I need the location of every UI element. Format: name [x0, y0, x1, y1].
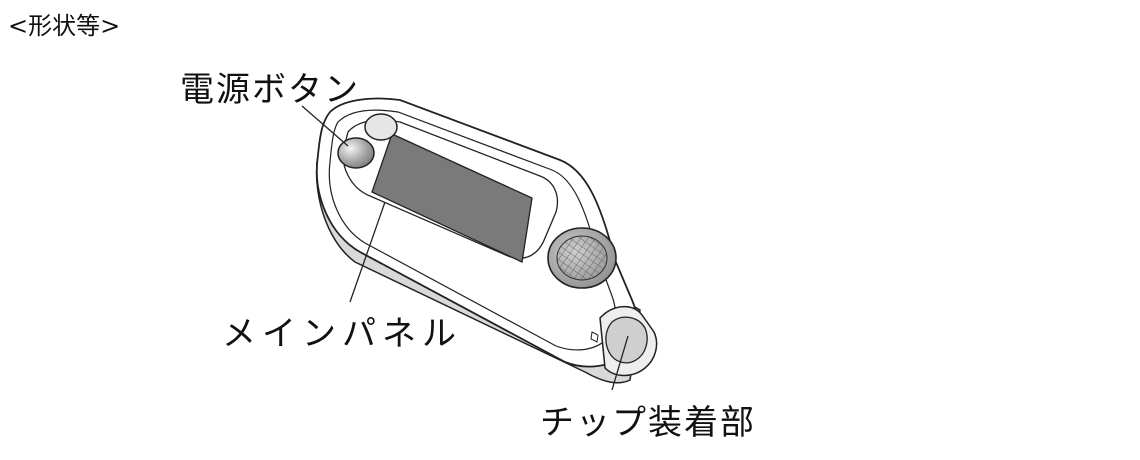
callout-main-panel: メインパネル — [222, 314, 462, 354]
leader-line-power-button — [301, 105, 349, 147]
section-heading: <形状等> — [8, 12, 121, 40]
leader-line-main-panel — [349, 201, 386, 303]
sensor-dial-icon — [547, 227, 617, 289]
leader-line-chip-mount — [611, 335, 629, 391]
secondary-button-icon — [364, 113, 398, 141]
callout-chip-mount: チップ装着部 — [540, 403, 756, 443]
callout-power-button: 電源ボタン — [180, 70, 360, 110]
main-panel-screen — [371, 133, 533, 263]
